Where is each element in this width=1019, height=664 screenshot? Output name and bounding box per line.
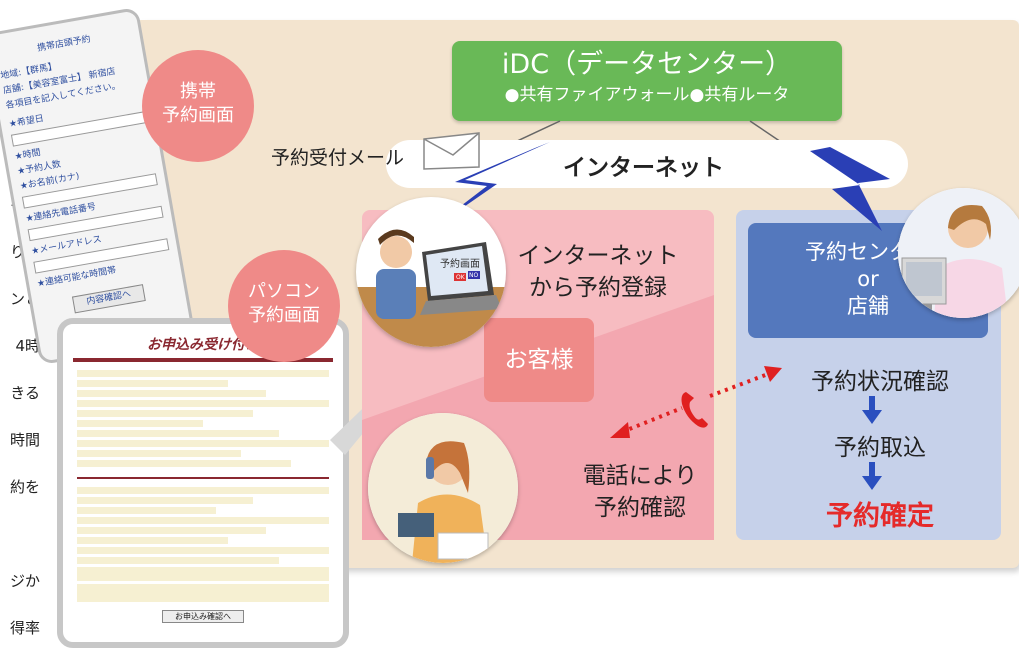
pc-screen-badge: パソコン 予約画面 (228, 250, 340, 362)
left-text-fragments: イン り申 ンと 4時 きる 時間 約を ジか 得率 (0, 170, 40, 664)
operator-illustration (898, 188, 1019, 318)
customer-phone-illustration (368, 413, 518, 563)
left-fragment: 4時 (15, 336, 40, 355)
idc-box: iDC（データセンター） ●共有ファイアウォール●共有ルータ (452, 41, 842, 121)
phone-connection-line (610, 366, 782, 438)
step-check-status: 予約状況確認 (811, 369, 949, 395)
internet-registration-text: インターネット から予約登録 (508, 240, 688, 304)
left-fragment: 時間 (9, 430, 40, 449)
idc-title: iDC（データセンター） (501, 49, 793, 80)
left-fragment: 約を (9, 477, 40, 496)
badge-line: パソコン (248, 281, 320, 302)
phone-line: 予約確認 (594, 495, 686, 521)
registration-line: インターネット (517, 243, 679, 269)
left-fragment (0, 523, 40, 547)
step-confirmed: 予約確定 (826, 501, 934, 532)
phone-line: 電話により (582, 463, 698, 489)
idc-subtitle: ●共有ファイアウォール●共有ルータ (504, 85, 790, 105)
center-label-line: 店舗 (847, 294, 889, 318)
pc-screen-title: お申込み受け付け (147, 337, 259, 353)
pc-screen-button[interactable]: お申込み確認へ (162, 610, 244, 623)
mobile-screen-badge: 携帯 予約画面 (142, 50, 254, 162)
telephone-icon (681, 392, 708, 428)
laptop-screen-label: 予約画面 (440, 257, 480, 270)
center-label-line: or (857, 267, 879, 291)
badge-line: 予約画面 (248, 305, 320, 326)
arrow-down-icon (862, 462, 882, 490)
registration-line: から予約登録 (529, 275, 667, 301)
badge-line: 携帯 (180, 81, 216, 102)
lightning-bolt-icon (810, 147, 890, 231)
left-fragment: きる (10, 383, 40, 402)
pc-form-rows (77, 370, 329, 602)
laptop-no-label: NO (469, 272, 478, 279)
envelope-icon (423, 132, 480, 170)
left-fragment: 得率 (9, 618, 40, 637)
mail-label: 予約受付メール (271, 147, 405, 169)
internet-label: インターネット (563, 155, 724, 181)
left-fragment: ジか (9, 571, 40, 590)
phone-confirmation-text: 電話により 予約確認 (565, 460, 715, 524)
step-import: 予約取込 (834, 435, 926, 461)
customer-label: お客様 (484, 318, 594, 402)
mobile-screen-button[interactable]: 内容確認へ (71, 284, 146, 314)
arrow-down-icon (862, 396, 882, 424)
laptop-ok-label: OK (456, 274, 466, 281)
customer-laptop-illustration: 予約画面 OK NO (356, 197, 506, 347)
badge-line: 予約画面 (162, 105, 234, 126)
